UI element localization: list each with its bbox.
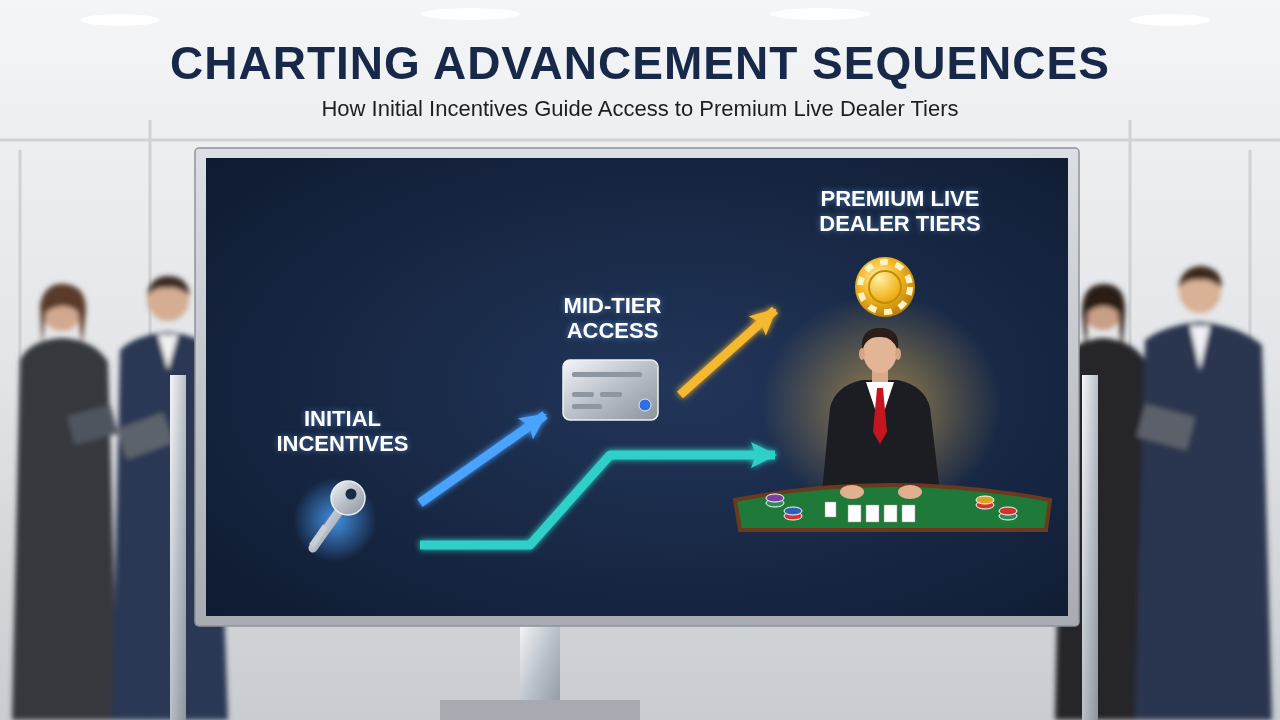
blurred-people-part [67,405,118,446]
stage-node: MID-TIER ACCESS [545,285,680,430]
dealer-illustration-part [840,485,864,499]
access-card-icon-part [600,392,622,397]
dealer-illustration-part [884,505,897,522]
dealer-illustration-part [762,295,1002,515]
dealer-illustration-part [766,494,784,502]
access-card-icon [563,360,658,420]
ceiling-lights-part [1130,14,1210,26]
monitor-stand-part [1082,375,1098,720]
blurred-people-part [1178,266,1222,288]
access-card-icon-part [572,372,642,377]
dealer-illustration-part [873,388,887,444]
dealer-illustration-part [859,348,865,360]
ceiling-lights [80,8,1210,26]
dealer-illustration-part [825,502,836,517]
stage-node: INITIAL INCENTIVES [265,398,420,563]
access-card-icon-part [572,392,594,397]
blurred-people-part [147,276,190,296]
dealer-illustration-part [976,496,994,504]
key-icon [293,478,377,562]
dealer-illustration-part [869,271,901,303]
stage-label: MID-TIER ACCESS [545,285,680,344]
key-icon-part [316,524,328,537]
dealer-illustration-part [898,485,922,499]
dealer-illustration-part [855,257,915,317]
blurred-people-part [1136,404,1195,450]
blurred-people-part [116,412,174,459]
ceiling-lights-part [770,8,870,20]
monitor [195,148,1079,626]
stage-node: PREMIUM LIVE DEALER TIERS [775,178,1025,518]
key-icon-part [309,534,321,547]
blurred-people-part [1082,284,1125,352]
blurred-people-part [40,284,86,345]
dealer-illustration [735,257,1050,530]
monitor-part [195,148,1079,626]
key-icon-part [331,481,365,515]
access-card-icon-part [639,399,651,411]
key-icon-part [346,489,357,500]
stage-label: INITIAL INCENTIVES [265,398,420,457]
dealer-illustration-part [866,505,879,522]
dealer-illustration-part [848,505,861,522]
stage-label: PREMIUM LIVE DEALER TIERS [775,178,1025,237]
ceiling-lights-part [80,14,160,26]
dealer-illustration-part [860,262,910,312]
dealer-illustration-part [895,348,901,360]
blurred-people-part [12,338,118,720]
dealer-illustration-part [784,507,802,515]
ceiling-lights-part [420,8,520,20]
blurred-people-part [158,335,178,370]
monitor-part [206,158,1068,616]
dealer-illustration-part [822,380,940,492]
blurred-people-part [1135,322,1272,720]
monitor-stand-part [170,375,186,720]
flow-arrow [420,415,545,503]
blurred-people-part [1190,326,1210,370]
subtitle: How Initial Incentives Guide Access to P… [0,96,1280,122]
dealer-illustration-part [999,507,1017,515]
diagram-title: CHARTING ADVANCEMENT SEQUENCES [0,36,1280,90]
office-windows [0,120,1280,720]
flow-arrow [680,310,775,395]
dealer-illustration-part [862,328,899,350]
dealer-illustration-part [902,505,915,522]
key-icon-part [293,478,377,562]
monitor-stand-part [440,700,640,720]
dealer-illustration-part [735,485,1050,530]
office-windows-part [0,139,1280,142]
access-card-icon-part [563,360,658,420]
access-card-icon-part [572,404,602,409]
flow-arrow [420,455,775,545]
